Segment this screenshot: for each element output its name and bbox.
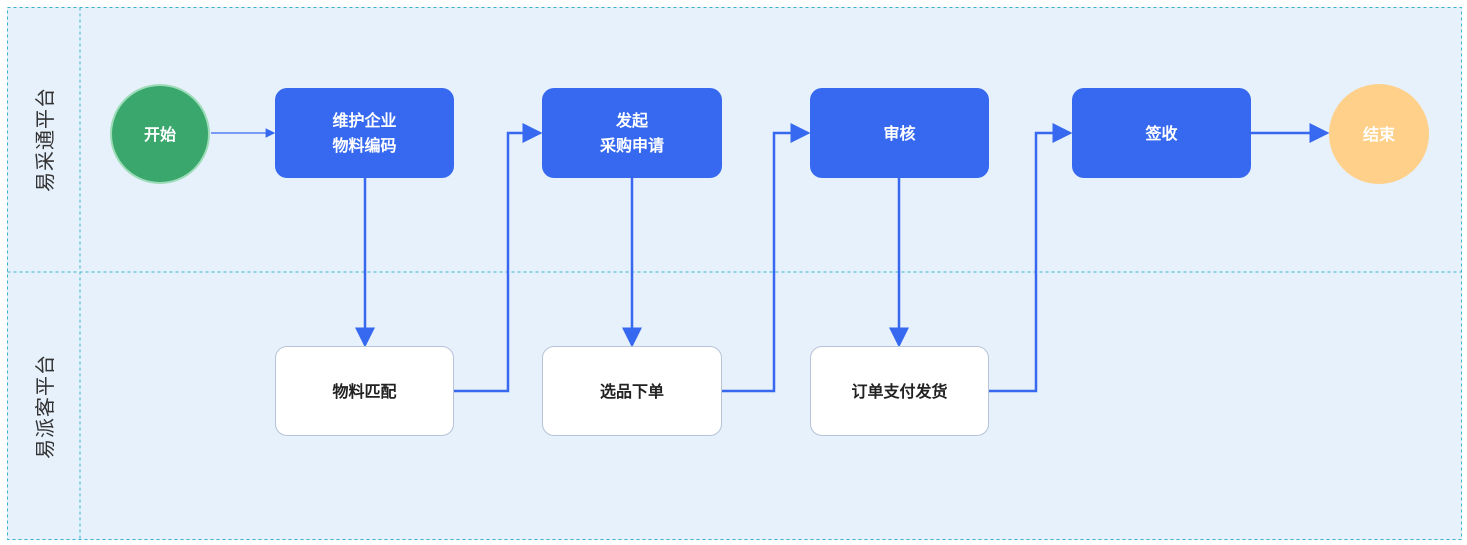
node-label: 物料匹配: [332, 381, 397, 401]
maintain-material-code-node[interactable]: 维护企业 物料编码: [275, 88, 454, 178]
node-label-line1: 发起: [615, 111, 648, 130]
arrow-order-to-review: [722, 123, 811, 393]
select-and-order-node[interactable]: 选品下单: [542, 346, 722, 436]
node-label: 订单支付发货: [851, 381, 948, 401]
lane-yipaike-background: [7, 272, 1462, 540]
initiate-purchase-request-node[interactable]: 发起 采购申请: [542, 88, 722, 178]
node-label: 签收: [1145, 123, 1178, 143]
arrow-pay-to-sign: [989, 123, 1073, 393]
node-label-line1: 维护企业: [332, 111, 397, 130]
arrow-match-to-initiate: [454, 123, 543, 393]
material-match-node[interactable]: 物料匹配: [275, 346, 454, 436]
node-label-line2: 物料编码: [332, 136, 397, 155]
start-label: 开始: [143, 124, 176, 144]
lane-borders: [7, 7, 1462, 540]
node-label: 审核: [883, 123, 916, 143]
node-label: 选品下单: [599, 381, 664, 401]
node-label-line2: 采购申请: [599, 136, 664, 155]
sign-node[interactable]: 签收: [1072, 88, 1251, 178]
review-node[interactable]: 审核: [810, 88, 989, 178]
start-node[interactable]: 开始: [110, 84, 210, 184]
order-payment-shipping-node[interactable]: 订单支付发货: [810, 346, 989, 436]
end-label: 结束: [1362, 124, 1395, 144]
end-node[interactable]: 结束: [1329, 84, 1429, 184]
